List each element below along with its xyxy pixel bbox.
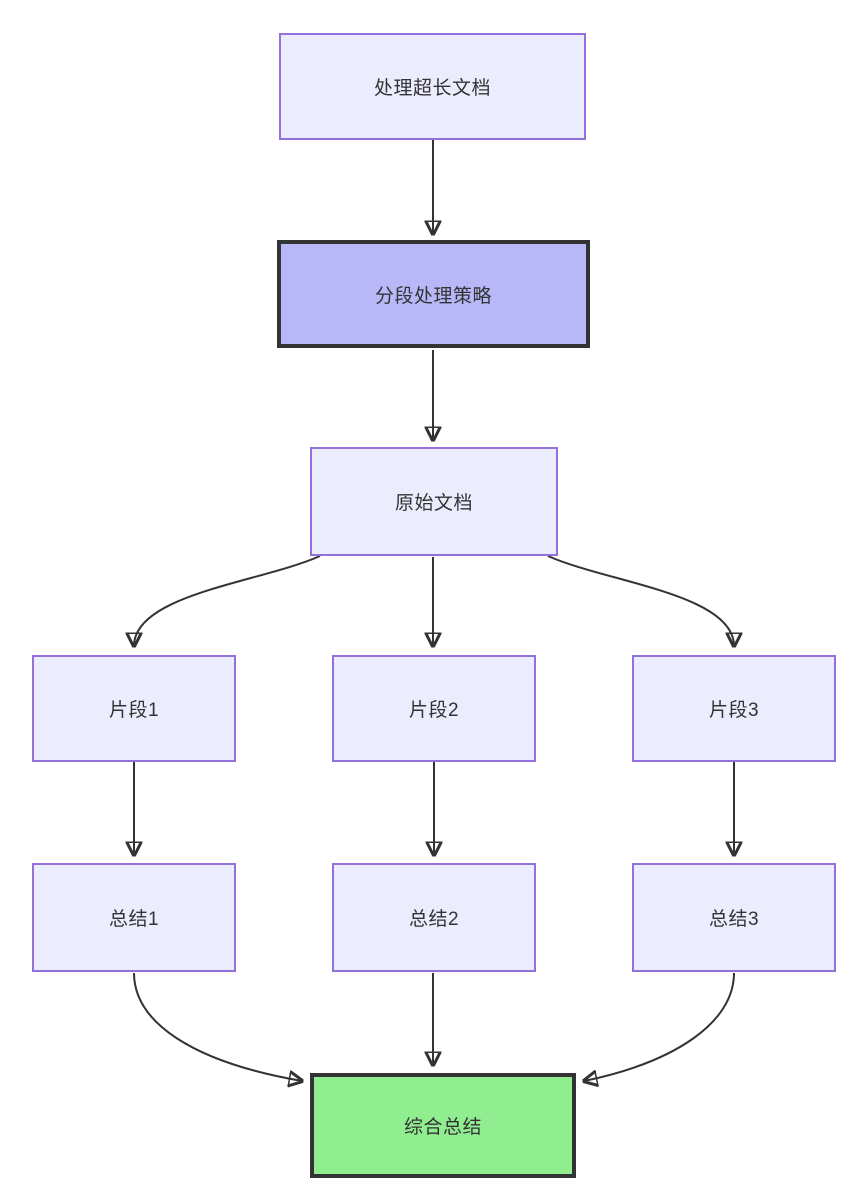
node-summary-3: 总结3 <box>632 863 836 972</box>
node-original-doc: 原始文档 <box>310 447 558 556</box>
node-final-summary: 综合总结 <box>310 1073 576 1178</box>
edge-original-frag1 <box>134 555 321 646</box>
node-summary-2: 总结2 <box>332 863 536 972</box>
node-summary-1: 总结1 <box>32 863 236 972</box>
node-fragment-3: 片段3 <box>632 655 836 762</box>
edge-original-frag3 <box>547 555 734 646</box>
node-strategy: 分段处理策略 <box>277 240 590 348</box>
edge-sum1-final <box>133 972 302 1081</box>
node-fragment-1: 片段1 <box>32 655 236 762</box>
edge-sum3-final <box>584 972 735 1081</box>
node-task: 处理超长文档 <box>279 33 586 140</box>
node-fragment-2: 片段2 <box>332 655 536 762</box>
